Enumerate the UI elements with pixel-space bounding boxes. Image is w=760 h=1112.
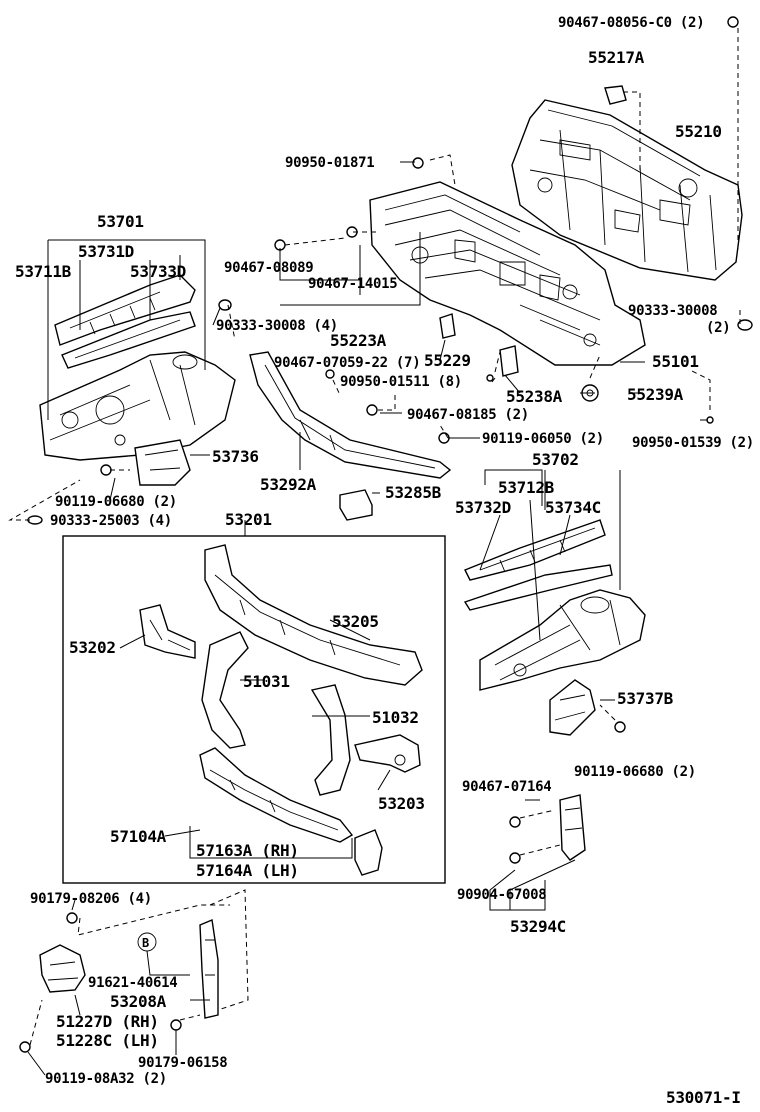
part-53294C	[559, 794, 586, 861]
label-90333-30008-qty: (2)	[706, 320, 730, 336]
label-55238a: 55238A	[506, 387, 563, 406]
part-53711B	[39, 351, 236, 461]
label-53736: 53736	[212, 447, 259, 466]
label-90467-08089: 90467-08089	[224, 260, 313, 276]
label-90467-14015: 90467-14015	[308, 276, 397, 292]
part-53712B	[479, 589, 646, 691]
label-53737b: 53737B	[617, 689, 674, 708]
part-53734C	[463, 564, 613, 611]
label-90467-08185: 90467-08185 (2)	[407, 407, 529, 423]
label-51031: 51031	[243, 672, 290, 691]
part-55101-dash-panel	[369, 181, 646, 366]
callout-letter-b: B	[142, 936, 149, 950]
label-53285b: 53285B	[385, 483, 442, 502]
label-55239a: 55239A	[627, 385, 684, 404]
label-53702: 53702	[532, 450, 579, 469]
label-90467-07164: 90467-07164	[462, 779, 551, 795]
label-53205: 53205	[332, 612, 379, 631]
part-53736	[134, 439, 191, 486]
label-53202: 53202	[69, 638, 116, 657]
label-90179-08206: 90179-08206 (4)	[30, 891, 152, 907]
part-57104A	[199, 747, 354, 843]
part-53731D	[54, 274, 196, 346]
label-55223a: 55223A	[330, 331, 387, 350]
part-57163A	[354, 829, 383, 876]
label-57164a-lh: 57164A (LH)	[196, 861, 299, 880]
part-51031	[201, 631, 249, 749]
label-53733d: 53733D	[130, 262, 186, 281]
part-51032	[310, 684, 351, 796]
fasteners	[19, 16, 753, 1053]
label-51228c-lh: 51228C (LH)	[56, 1031, 159, 1050]
label-55210: 55210	[675, 122, 722, 141]
part-53285B	[339, 489, 373, 521]
label-90950-01511: 90950-01511 (8)	[340, 374, 462, 390]
label-90179-06158: 90179-06158	[138, 1055, 227, 1071]
label-90333-30008: 90333-30008	[628, 303, 717, 319]
leader-lines	[8, 28, 741, 1076]
label-90119-06050: 90119-06050 (2)	[482, 431, 604, 447]
group-box-53201	[62, 535, 446, 884]
part-labels: 90467-08056-C0 (2) 55217A 55210 90950-01…	[15, 15, 754, 1107]
part-53737B	[549, 679, 596, 736]
label-51032: 51032	[372, 708, 419, 727]
part-53208A	[199, 919, 219, 1019]
part-53202	[139, 604, 196, 659]
label-91621-40614: 91621-40614	[88, 975, 177, 991]
label-53711b: 53711B	[15, 262, 72, 281]
label-57104a: 57104A	[110, 827, 167, 846]
part-55210-panel	[511, 99, 743, 281]
label-90950-01539: 90950-01539 (2)	[632, 435, 754, 451]
label-90119-08a32: 90119-08A32 (2)	[45, 1071, 167, 1087]
label-57163a-rh: 57163A (RH)	[196, 841, 299, 860]
label-53208a: 53208A	[110, 992, 167, 1011]
part-55217A-clip	[604, 85, 627, 105]
label-90119-06680-left: 90119-06680 (2)	[55, 494, 177, 510]
label-53201: 53201	[225, 510, 272, 529]
label-53734c: 53734C	[545, 498, 601, 517]
label-55101: 55101	[652, 352, 699, 371]
label-90467-07059-22: 90467-07059-22 (7)	[274, 355, 420, 371]
label-55229: 55229	[424, 351, 471, 370]
part-53203	[354, 734, 421, 773]
part-55229	[439, 313, 456, 339]
label-53712b: 53712B	[498, 478, 555, 497]
label-53294c: 53294C	[510, 917, 566, 936]
part-55238A	[499, 345, 519, 377]
label-53203: 53203	[378, 794, 425, 813]
label-53292a: 53292A	[260, 475, 317, 494]
label-90333-25003: 90333-25003 (4)	[50, 513, 172, 529]
part-51227D	[39, 944, 86, 993]
label-53701: 53701	[97, 212, 144, 231]
part-53292A	[249, 351, 452, 479]
label-55217a: 55217A	[588, 48, 645, 67]
part-53732D	[464, 519, 606, 581]
label-90333-30008-4: 90333-30008 (4)	[216, 318, 338, 334]
label-90467-08056-c0: 90467-08056-C0 (2)	[558, 15, 704, 31]
label-90119-06680-right: 90119-06680 (2)	[574, 764, 696, 780]
diagram-code: 530071-I	[666, 1088, 741, 1107]
label-53732d: 53732D	[455, 498, 511, 517]
part-53205	[204, 544, 423, 686]
label-53731d: 53731D	[78, 242, 134, 261]
label-90904-67008: 90904-67008	[457, 887, 546, 903]
label-51227d-rh: 51227D (RH)	[56, 1012, 159, 1031]
label-90950-01871: 90950-01871	[285, 155, 374, 171]
